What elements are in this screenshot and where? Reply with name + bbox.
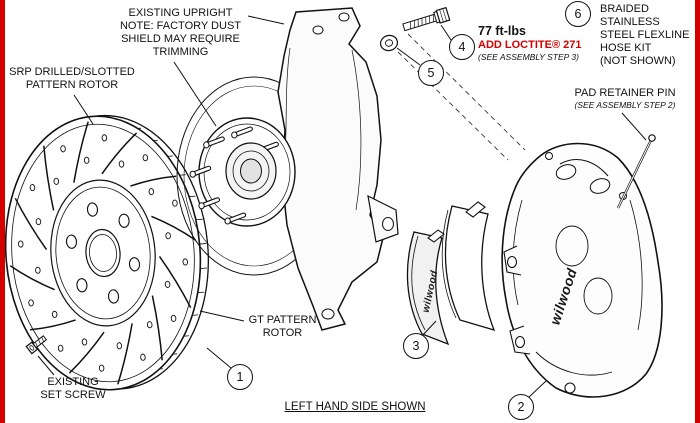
label-line: BRAIDED	[600, 3, 649, 15]
assembly-dashed-lines	[397, 33, 526, 161]
label-line: GT PATTERN	[248, 314, 317, 326]
rotor-drill-slot-pattern	[9, 121, 208, 385]
balloon-1: 1	[227, 364, 253, 390]
label-line: SRP DRILLED/SLOTTED	[9, 66, 135, 78]
torque-value: 77 ft-lbs	[478, 24, 526, 38]
assembly-step-note: (SEE ASSEMBLY STEP 2)	[574, 100, 676, 110]
label-line: (NOT SHOWN)	[600, 55, 676, 67]
set-screw	[25, 335, 48, 355]
balloon-number: 6	[574, 7, 582, 21]
balloon-3: 3	[403, 333, 429, 359]
balloon-number: 2	[517, 400, 525, 414]
right-red-border	[695, 0, 700, 423]
balloon-number: 1	[236, 370, 244, 384]
balloon-number: 5	[427, 66, 435, 80]
footer-note: LEFT HAND SIDE SHOWN	[284, 401, 426, 413]
label-line: NOTE: FACTORY DUST	[119, 20, 242, 32]
label-line: PATTERN ROTOR	[25, 79, 119, 91]
assembly-step-note: (SEE ASSEMBLY STEP 3)	[478, 52, 579, 62]
brake-pads: wilwood	[406, 201, 496, 346]
loctite-note: ADD LOCTITE® 271	[478, 39, 582, 51]
caliper-bolt	[402, 6, 451, 32]
label-line: STEEL FLEXLINE	[600, 29, 690, 41]
balloon-4: 4	[449, 34, 475, 60]
label-srp-rotor: SRP DRILLED/SLOTTED PATTERN ROTOR	[2, 66, 142, 92]
label-line: HOSE KIT	[600, 42, 652, 54]
label-line: EXISTING UPRIGHT	[128, 7, 233, 19]
label-line: SET SCREW	[40, 389, 106, 401]
leader-lines	[37, 15, 647, 399]
label-gt-rotor: GT PATTERN ROTOR	[240, 314, 325, 340]
label-line: SHIELD MAY REQUIRE	[121, 33, 240, 45]
balloon-5: 5	[418, 60, 444, 86]
balloon-number: 4	[458, 40, 466, 54]
balloon-2: 2	[508, 394, 534, 420]
label-line: PAD RETAINER PIN	[574, 87, 676, 99]
label-line: EXISTING	[47, 376, 99, 388]
label-pad-retainer: PAD RETAINER PIN (SEE ASSEMBLY STEP 2)	[552, 87, 698, 111]
caliper: wilwood	[501, 134, 663, 398]
bolt-washer	[379, 34, 399, 52]
label-hose-kit: BRAIDED STAINLESS STEEL FLEXLINE HOSE KI…	[600, 3, 695, 68]
label-line: TRIMMING	[152, 46, 209, 58]
label-set-screw: EXISTING SET SCREW	[28, 376, 118, 402]
wheel-studs	[189, 126, 279, 225]
balloon-6: 6	[565, 1, 591, 27]
rotor	[4, 114, 209, 391]
label-line: ROTOR	[262, 327, 303, 339]
label-torque-note: 77 ft-lbs ADD LOCTITE® 271 (SEE ASSEMBLY…	[478, 24, 598, 63]
label-existing-upright-note: EXISTING UPRIGHT NOTE: FACTORY DUST SHIE…	[108, 7, 253, 59]
pad-retainer-pin	[616, 134, 656, 209]
label-line: STAINLESS	[600, 16, 660, 28]
balloon-number: 3	[412, 339, 420, 353]
left-red-border	[0, 0, 5, 423]
upright-knuckle	[277, 7, 399, 331]
hub-assembly	[189, 117, 296, 227]
